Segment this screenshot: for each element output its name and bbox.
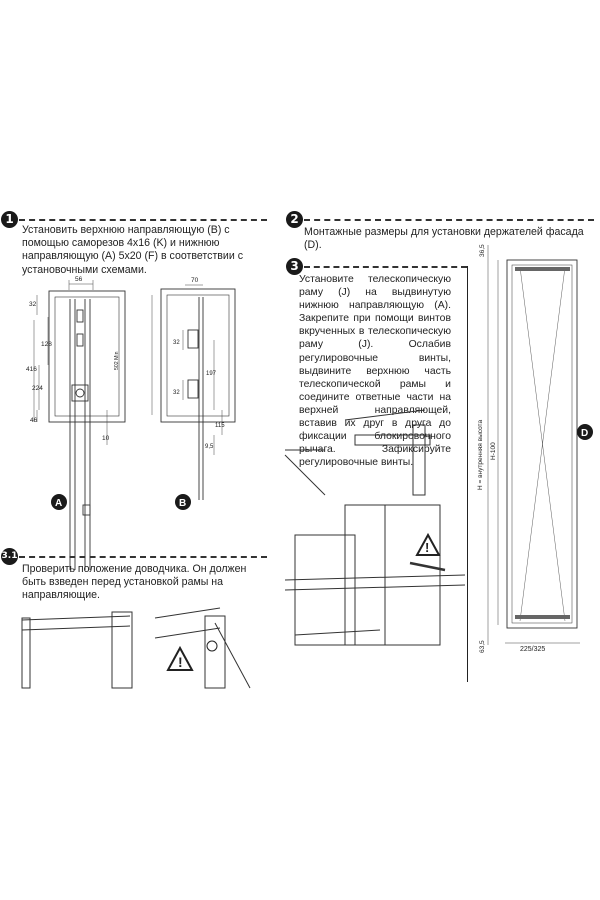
dim-h-label: H = внутренняя высота — [477, 420, 484, 490]
dim-70: 70 — [191, 277, 199, 284]
dim-115: 115 — [215, 423, 225, 429]
step-2-badge: 2 — [286, 211, 303, 228]
step-3-rule — [304, 266, 467, 268]
step-3-1-badge: 3.1 — [1, 548, 18, 565]
frame-install-illustration: ! — [284, 409, 466, 646]
dim-197: 197 — [206, 371, 217, 377]
step-1-badge: 1 — [1, 211, 18, 228]
dim-63-5: 63,5 — [479, 640, 486, 653]
closer-illustration: ! — [21, 607, 251, 689]
step-2-text: Монтажные размеры для установки держател… — [304, 226, 584, 252]
diagram-b-letter: B — [179, 498, 186, 509]
step-3-divider — [467, 266, 468, 682]
dim-225-325: 225/325 — [520, 646, 545, 653]
diagram-d-letter: D — [581, 428, 588, 439]
dim-416: 416 — [26, 366, 37, 373]
dim-9-5: 9,5 — [205, 444, 214, 450]
step-3-badge: 3 — [286, 258, 303, 275]
dim-10: 10 — [102, 435, 110, 442]
step-3-1-text: Проверить положение доводчика. Он должен… — [22, 563, 247, 602]
diagram-a-letter: A — [55, 498, 62, 509]
dim-46: 46 — [30, 417, 38, 424]
step-1-rule — [19, 219, 267, 221]
step-3-1-rule — [19, 556, 267, 558]
diagram-b: 70 502 Min 32 32 197 115 9,5 B — [114, 277, 236, 510]
diagram-d: 36,5 63,5 H = внутренняя высота H-100 22… — [477, 244, 593, 653]
dim-128: 128 — [41, 341, 52, 348]
svg-text:!: ! — [178, 654, 183, 670]
dim-h-100: H-100 — [490, 442, 497, 460]
dim-32: 32 — [29, 301, 37, 308]
dim-224: 224 — [32, 385, 43, 392]
dim-502-min: 502 Min — [114, 351, 120, 370]
dim-32a: 32 — [173, 340, 180, 346]
diagram-a: 56 32 128 416 224 46 10 A — [26, 276, 126, 570]
step-2-rule — [304, 219, 594, 221]
dim-36-5: 36,5 — [479, 244, 486, 257]
dim-56: 56 — [75, 276, 83, 283]
step-1-text: Установить верхнюю направляющую (B) с по… — [22, 224, 244, 276]
svg-text:!: ! — [425, 540, 429, 555]
dim-32b: 32 — [173, 390, 180, 396]
